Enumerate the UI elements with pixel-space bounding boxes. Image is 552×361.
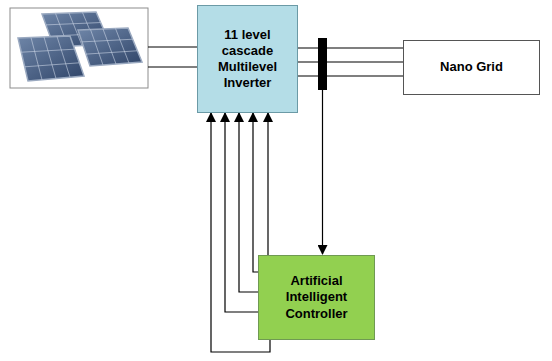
box-label: 11 level cascade Multilevel Inverter — [204, 27, 291, 92]
cell-line — [25, 63, 80, 67]
cell-line — [86, 51, 137, 54]
box-label: Artificial Intelligent Controller — [265, 273, 368, 322]
cell-line — [46, 23, 101, 25]
cell-line — [103, 29, 116, 64]
solar-panel-illustration — [18, 12, 142, 81]
controller-box: Artificial Intelligent Controller — [258, 255, 375, 340]
solar-panel — [18, 36, 84, 81]
solar-panel — [78, 28, 142, 66]
connector — [298, 47, 403, 48]
solar-panel-frame — [10, 8, 148, 88]
connector — [298, 61, 403, 62]
cell-line — [82, 39, 133, 42]
connector — [225, 113, 258, 312]
dc-wire — [148, 47, 197, 48]
cell-line — [21, 49, 74, 52]
connector — [298, 75, 403, 76]
dc-wire — [148, 67, 197, 68]
bus-bar — [318, 38, 327, 90]
cell-line — [116, 29, 130, 64]
grid-box: Nano Grid — [403, 40, 540, 95]
box-label: Nano Grid — [440, 59, 503, 75]
cell-line — [44, 37, 56, 79]
connector — [267, 113, 268, 255]
cell-line — [31, 38, 42, 80]
cell-line — [91, 30, 104, 66]
cell-line — [57, 37, 70, 78]
feedback-arrow — [322, 90, 323, 254]
inverter-box: 11 level cascade Multilevel Inverter — [197, 5, 298, 113]
connector — [239, 113, 258, 292]
connector — [253, 113, 258, 272]
